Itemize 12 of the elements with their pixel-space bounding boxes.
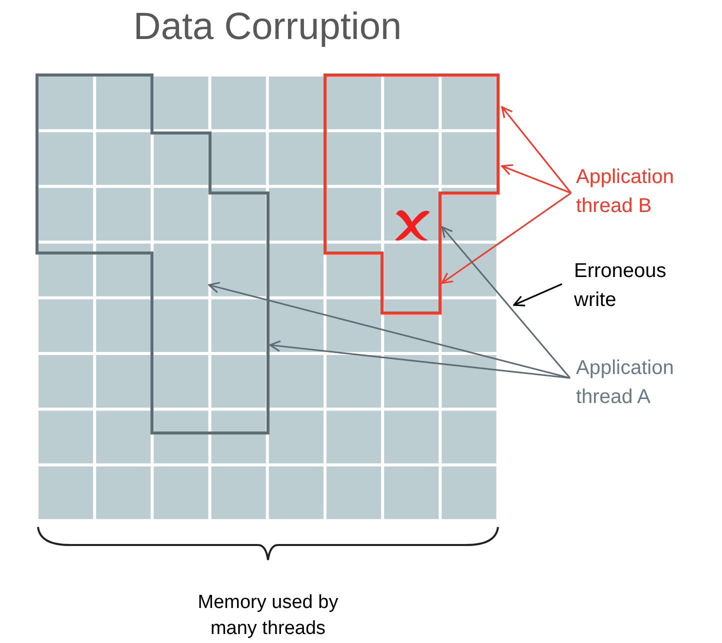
leader-arrow xyxy=(269,340,570,379)
leader-arrow xyxy=(501,164,572,194)
callout-label: Erroneous write xyxy=(574,259,668,313)
leader-arrow xyxy=(208,282,570,379)
leader-arrow xyxy=(513,283,562,306)
brace-caption: Memory used by many threads xyxy=(196,591,340,641)
callout-label: Application thread B xyxy=(576,165,675,219)
leader-arrow xyxy=(441,192,572,284)
leader-arrow xyxy=(501,106,572,194)
leader-arrow xyxy=(441,226,571,379)
callout-label: Application thread A xyxy=(576,356,675,410)
title: Data Corruption xyxy=(133,5,402,50)
